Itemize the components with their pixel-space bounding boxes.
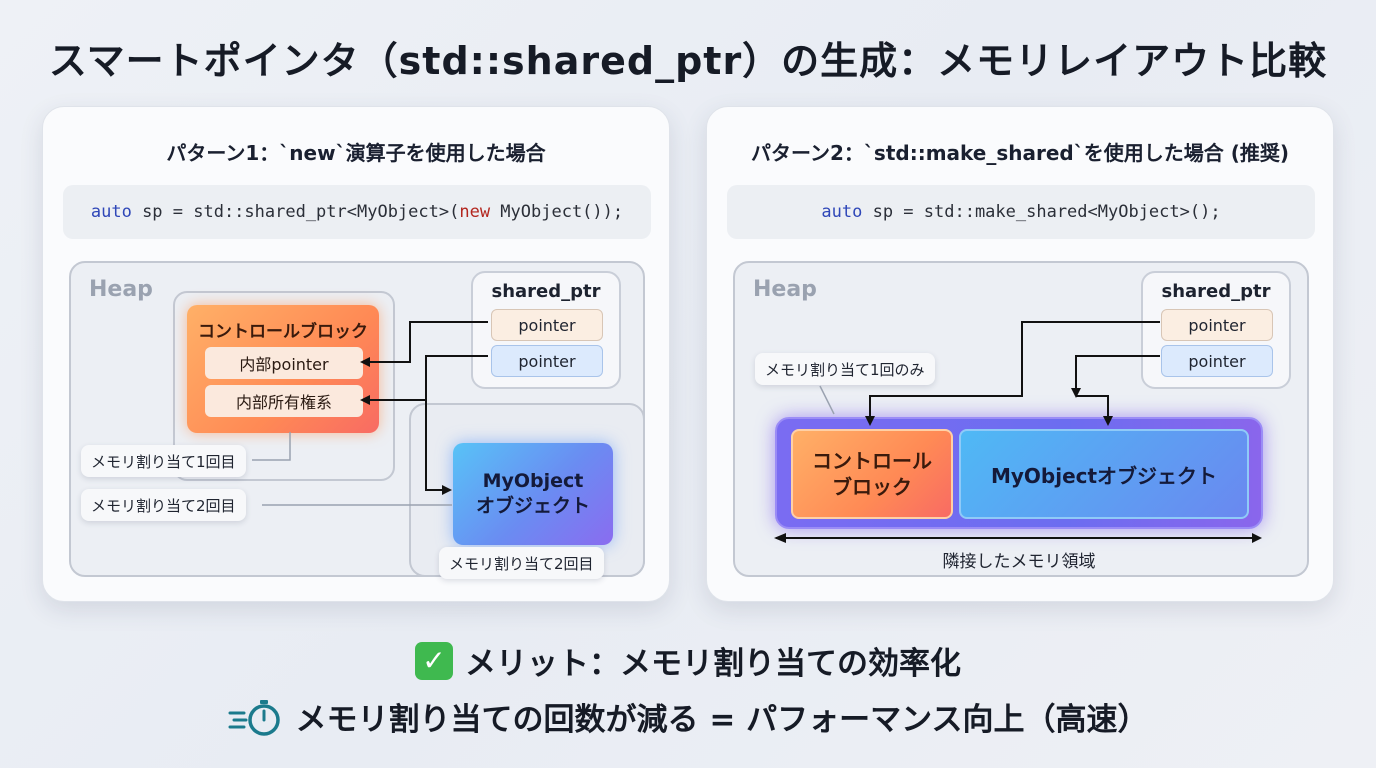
single-alloc-tag: メモリ割り当て1回のみ <box>755 353 935 385</box>
alloc-tag-2b: メモリ割り当て2回目 <box>439 547 604 579</box>
benefit-text-2: メモリ割り当ての回数が減る = パフォーマンス向上（高速） <box>295 702 1149 738</box>
pattern1-code: auto sp = std::shared_ptr<MyObject>(new … <box>63 185 651 239</box>
shared-ptr-title: shared_ptr <box>491 281 601 302</box>
heap-label: Heap <box>753 277 817 302</box>
code-keyword-new: new <box>459 202 491 222</box>
shared-ptr-title: shared_ptr <box>1161 281 1271 302</box>
contiguous-block: コントロールブロック MyObjectオブジェクト <box>775 417 1263 529</box>
control-line1: コントロール <box>812 449 932 473</box>
pattern2-title: パターン2：`std::make_shared`を使用した場合 (推奨) <box>751 141 1289 165</box>
check-icon: ✓ <box>415 641 453 680</box>
myobject-block: MyObjectオブジェクト <box>959 429 1249 519</box>
benefit-text-1: メリット：メモリ割り当ての効率化 <box>465 646 961 682</box>
pattern2-code: auto sp = std::make_shared<MyObject>(); <box>727 185 1315 239</box>
benefit-line-1: ✓ メリット：メモリ割り当ての効率化 <box>0 638 1376 683</box>
inner-pointer: 内部pointer <box>205 347 363 379</box>
control-line2: ブロック <box>832 475 912 499</box>
pattern1-title: パターン1：`new`演算子を使用した場合 <box>166 141 546 165</box>
shared-ptr-box: shared_ptr pointer pointer <box>471 271 621 389</box>
shared-ptr-box: shared_ptr pointer pointer <box>1141 271 1291 389</box>
inner-ownership: 内部所有権系 <box>205 385 363 417</box>
pointer-to-object: pointer <box>491 345 603 377</box>
pattern1-panel: パターン1：`new`演算子を使用した場合 auto sp = std::sha… <box>42 106 670 602</box>
code-keyword-auto: auto <box>821 202 863 222</box>
contiguous-range-label: 隣接したメモリ領域 <box>942 552 1096 572</box>
pointer-to-object: pointer <box>1161 345 1273 377</box>
alloc-tag-1: メモリ割り当て1回目 <box>81 445 246 477</box>
stopwatch-icon <box>228 697 284 737</box>
code-segment: sp = std::shared_ptr<MyObject>( <box>131 202 460 222</box>
benefit-line-2: メモリ割り当ての回数が減る = パフォーマンス向上（高速） <box>0 694 1376 739</box>
heap-label: Heap <box>89 277 153 302</box>
pointer-to-control: pointer <box>491 309 603 341</box>
control-block: コントロールブロック 内部pointer 内部所有権系 <box>187 305 379 433</box>
code-segment: sp = std::make_shared<MyObject>(); <box>862 202 1221 222</box>
pattern2-panel: パターン2：`std::make_shared`を使用した場合 (推奨) aut… <box>706 106 1334 602</box>
code-segment: MyObject()); <box>490 202 624 222</box>
pointer-to-control: pointer <box>1161 309 1273 341</box>
alloc-tag-2: メモリ割り当て2回目 <box>81 489 246 521</box>
allocation-region-1 <box>173 291 395 481</box>
control-block-title: コントロールブロック <box>198 322 368 342</box>
control-block: コントロールブロック <box>791 429 953 519</box>
page-title: スマートポインタ（std::shared_ptr）の生成：メモリレイアウト比較 <box>48 39 1328 83</box>
object-line1: MyObject <box>482 470 584 493</box>
object-line2: オブジェクト <box>475 495 590 517</box>
code-keyword-auto: auto <box>90 202 132 222</box>
